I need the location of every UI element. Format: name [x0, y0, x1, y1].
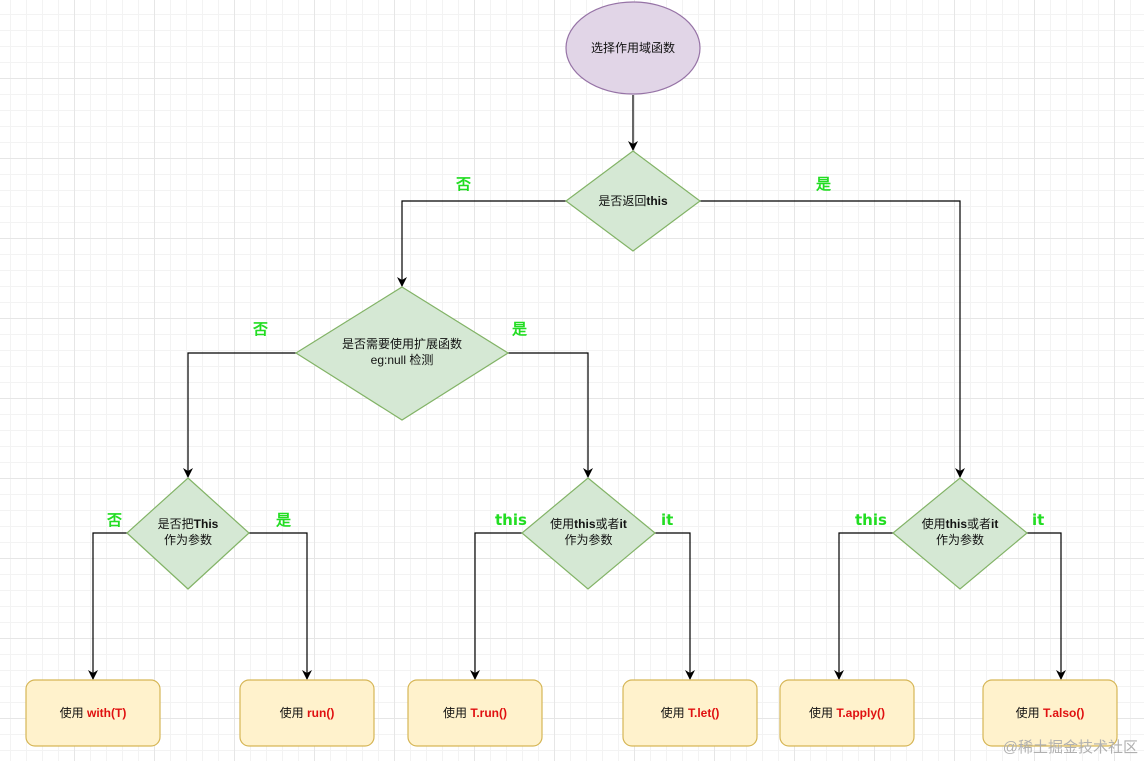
result-run-line: 使用 run(): [280, 705, 335, 721]
result-t-run-line: 使用 T.run(): [443, 705, 507, 721]
result-with-line: 使用 with(T): [60, 705, 127, 721]
result-box-with: [25, 679, 161, 747]
result-t-run-prefix: 使用: [443, 706, 471, 720]
result-t-let-prefix: 使用: [660, 706, 688, 720]
edge-this-param-no: [88, 532, 127, 680]
result-box-t-also: [982, 679, 1118, 747]
result-run-prefix: 使用: [279, 706, 307, 720]
result-box-t-apply: [779, 679, 915, 747]
decision-needs-extension-label: 是否需要使用扩展函数 eg:null 检测: [296, 332, 508, 372]
decision-left-mid: 或者: [595, 517, 620, 531]
start-node-text: 选择作用域函数: [590, 41, 675, 55]
edge-right-it: [1027, 532, 1066, 680]
result-run-fn: run(): [307, 706, 335, 720]
result-t-apply-line: 使用 T.apply(): [809, 705, 885, 721]
branch-label-this-param-no: 否: [107, 511, 123, 529]
result-t-apply-label: 使用 T.apply(): [780, 680, 914, 746]
decision-this-as-param-bold: This: [193, 517, 219, 531]
result-box-t-run: [407, 679, 543, 747]
result-t-let-label: 使用 T.let(): [623, 680, 757, 746]
decision-left-line1: 使用this或者it: [550, 516, 627, 532]
decision-right-prefix: 使用: [921, 517, 946, 531]
result-t-run-label: 使用 T.run(): [408, 680, 542, 746]
branch-label-left-this: this: [495, 511, 527, 529]
result-t-also-prefix: 使用: [1015, 706, 1043, 720]
branch-label-returns-this-yes: 是: [816, 175, 832, 193]
decision-this-as-param-line1: 是否把This: [158, 516, 219, 532]
result-t-let-fn: T.let(): [688, 706, 720, 720]
edge-returns-this-no: [397, 200, 566, 287]
decision-this-as-param-label: 是否把This 作为参数: [127, 512, 249, 552]
decision-this-as-param-prefix: 是否把: [157, 517, 194, 531]
branch-label-extension-no: 否: [253, 320, 269, 338]
result-with-fn: with(T): [87, 706, 127, 720]
result-t-let-line: 使用 T.let(): [661, 705, 720, 721]
result-t-also-line: 使用 T.also(): [1016, 705, 1085, 721]
decision-left-prefix: 使用: [550, 517, 575, 531]
decision-returns-this-bold: this: [646, 194, 668, 208]
decision-needs-extension: [294, 286, 510, 421]
watermark: @稀土掘金技术社区: [1002, 739, 1138, 756]
edge-left-it: [655, 532, 695, 680]
branch-label-extension-yes: 是: [512, 320, 528, 338]
start-node-label: 选择作用域函数: [566, 20, 700, 76]
branch-label-returns-this-no: 否: [456, 175, 472, 193]
decision-left-bold2: it: [619, 517, 627, 531]
edge-returns-this-yes: [700, 200, 965, 478]
branch-label-this-param-yes: 是: [276, 511, 292, 529]
result-t-apply-fn: T.apply(): [836, 706, 885, 720]
start-node: [565, 1, 701, 95]
decision-this-as-param: [126, 477, 250, 590]
decision-this-or-it-left-label: 使用this或者it 作为参数: [522, 512, 655, 552]
edge-this-param-yes: [249, 532, 312, 680]
decision-left-line2: 作为参数: [564, 533, 613, 547]
decision-needs-extension-line2: eg:null 检测: [370, 353, 434, 367]
decision-returns-this-label: 是否返回this: [566, 186, 700, 216]
decision-right-line2: 作为参数: [935, 533, 984, 547]
decision-right-bold1: this: [945, 517, 967, 531]
result-box-t-let: [622, 679, 758, 747]
edge-extension-yes: [508, 352, 593, 478]
result-t-also-fn: T.also(): [1043, 706, 1085, 720]
edge-right-this: [834, 532, 893, 680]
decision-returns-this: [564, 150, 702, 252]
result-with-label: 使用 with(T): [26, 680, 160, 746]
result-with-prefix: 使用: [59, 706, 87, 720]
edge-left-this: [470, 532, 522, 680]
decision-left-bold1: this: [574, 517, 596, 531]
decision-this-or-it-left: [521, 477, 656, 590]
decision-this-or-it-right-label: 使用this或者it 作为参数: [893, 512, 1027, 552]
decision-this-as-param-line2: 作为参数: [163, 533, 212, 547]
decision-this-or-it-right: [892, 477, 1028, 590]
result-t-apply-prefix: 使用: [808, 706, 837, 720]
branch-label-left-it: it: [661, 511, 674, 529]
result-box-run: [239, 679, 375, 747]
decision-right-bold2: it: [991, 517, 999, 531]
branch-label-right-it: it: [1032, 511, 1045, 529]
edge-extension-no: [183, 352, 296, 478]
decision-right-mid: 或者: [967, 517, 992, 531]
result-run-label: 使用 run(): [240, 680, 374, 746]
result-t-also-label: 使用 T.also(): [983, 680, 1117, 746]
decision-returns-this-line: 是否返回this: [598, 193, 667, 209]
result-t-run-fn: T.run(): [470, 706, 507, 720]
decision-needs-extension-line1: 是否需要使用扩展函数: [341, 337, 462, 351]
branch-label-right-this: this: [855, 511, 887, 529]
decision-right-line1: 使用this或者it: [922, 516, 999, 532]
decision-returns-this-prefix: 是否返回: [598, 194, 647, 208]
